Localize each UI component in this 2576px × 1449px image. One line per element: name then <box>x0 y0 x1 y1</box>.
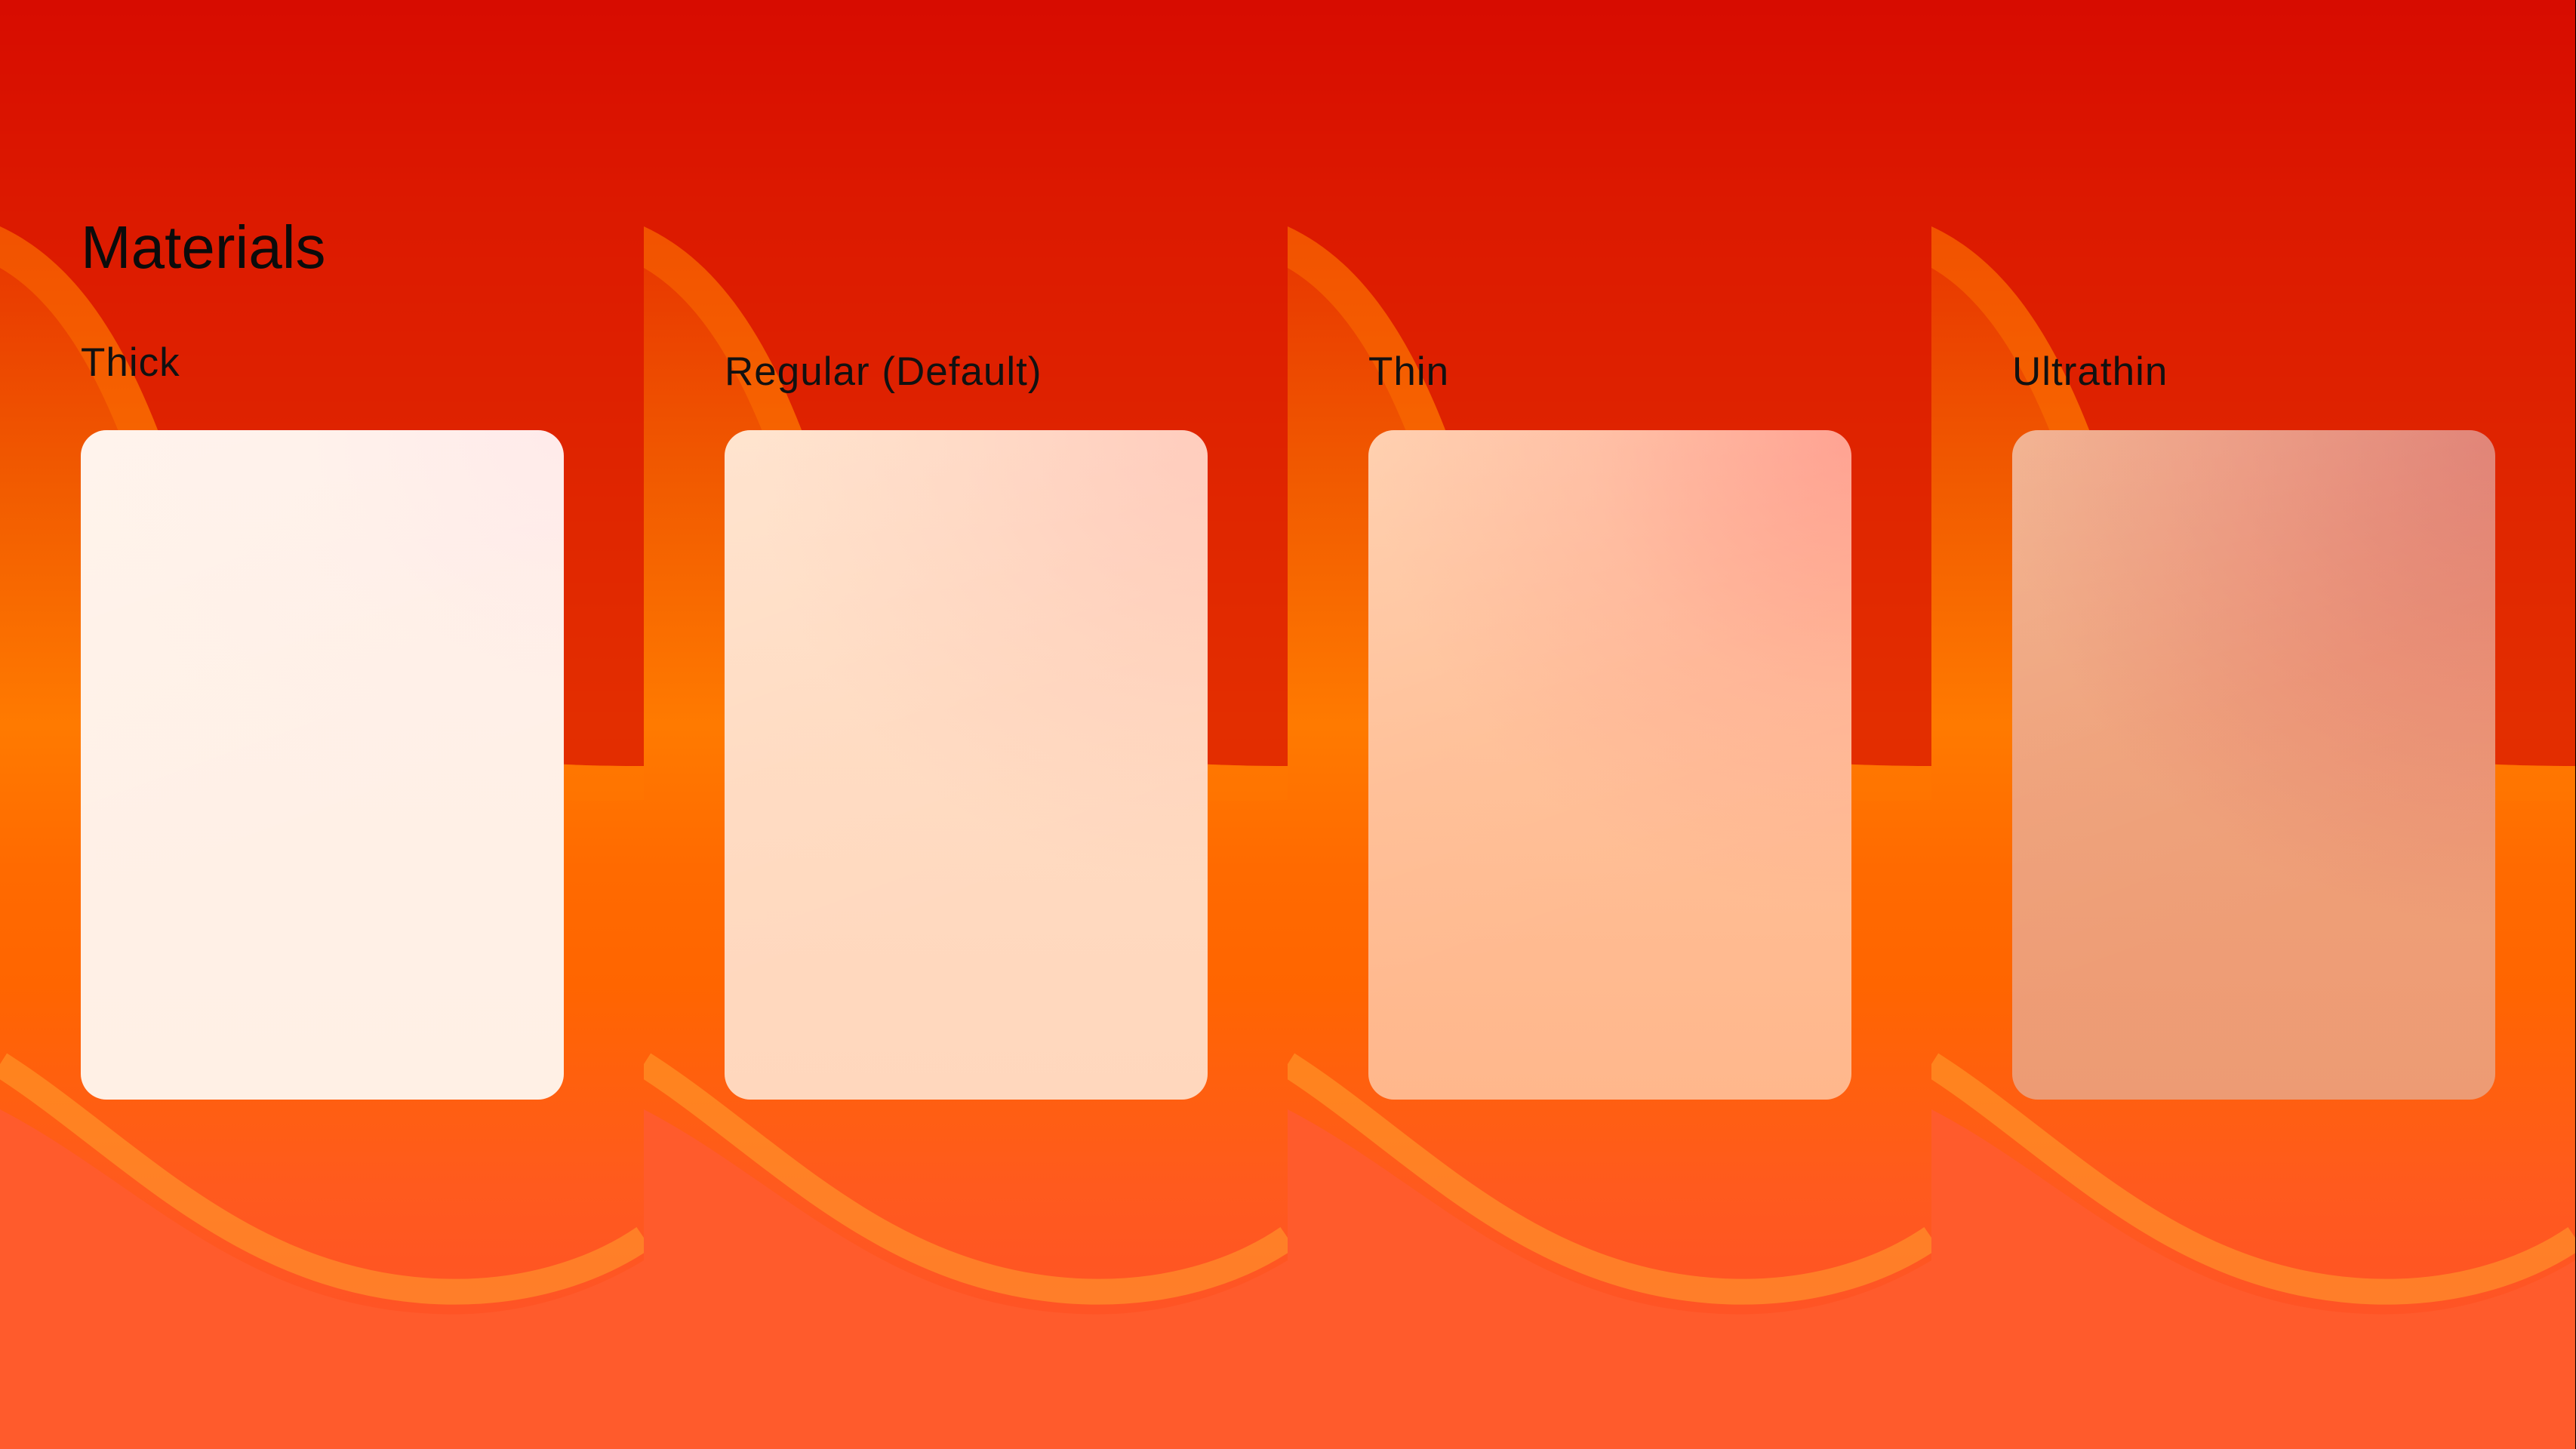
thick-material-card <box>81 430 564 1100</box>
page-title: Materials <box>81 214 326 281</box>
material-label-thin: Thin <box>1368 349 1450 394</box>
card-sheen <box>725 430 1208 1100</box>
ultrathin-material-card <box>2012 430 2495 1100</box>
regular-material-card <box>725 430 1208 1100</box>
material-panel-regular: Regular (Default) <box>644 0 1288 1449</box>
card-sheen <box>2012 430 2495 1100</box>
material-panel-ultrathin: Ultrathin <box>1931 0 2575 1449</box>
thin-material-card <box>1368 430 1851 1100</box>
material-label-regular: Regular (Default) <box>725 349 1042 394</box>
material-label-thick: Thick <box>81 340 180 385</box>
card-sheen <box>1368 430 1851 1100</box>
card-sheen <box>81 430 564 1100</box>
material-label-ultrathin: Ultrathin <box>2012 349 2168 394</box>
material-panel-thick: Materials Thick <box>0 0 644 1449</box>
material-panel-thin: Thin <box>1288 0 1931 1449</box>
